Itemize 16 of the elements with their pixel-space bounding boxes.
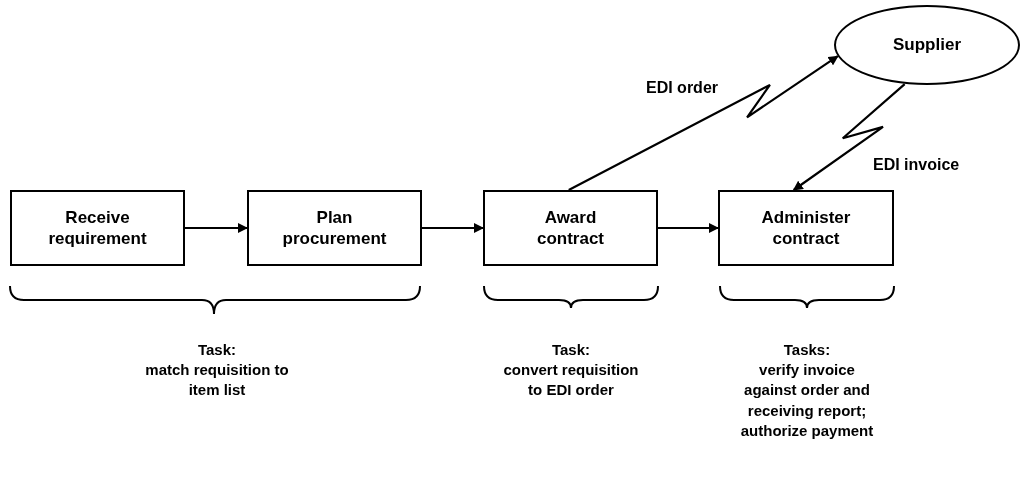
task-note: Task: <box>196 340 238 360</box>
task-note: Tasks: <box>782 340 832 360</box>
task-note: Task: <box>550 340 592 360</box>
arrow <box>568 55 839 191</box>
task-note: verify invoice against order and receiving report; authorize payment <box>739 360 875 441</box>
task-note: convert requisition to EDI order <box>502 360 640 401</box>
task-note: match requisition to item list <box>144 360 290 401</box>
arrow <box>658 223 719 233</box>
process-box: Plan procurement <box>247 190 422 266</box>
ellipse-node: Supplier <box>834 5 1020 85</box>
process-box: Receive requirement <box>10 190 185 266</box>
arrow <box>422 223 484 233</box>
arrow <box>185 223 248 233</box>
arrow <box>792 83 906 191</box>
process-box: Award contract <box>483 190 658 266</box>
process-box: Administer contract <box>718 190 894 266</box>
